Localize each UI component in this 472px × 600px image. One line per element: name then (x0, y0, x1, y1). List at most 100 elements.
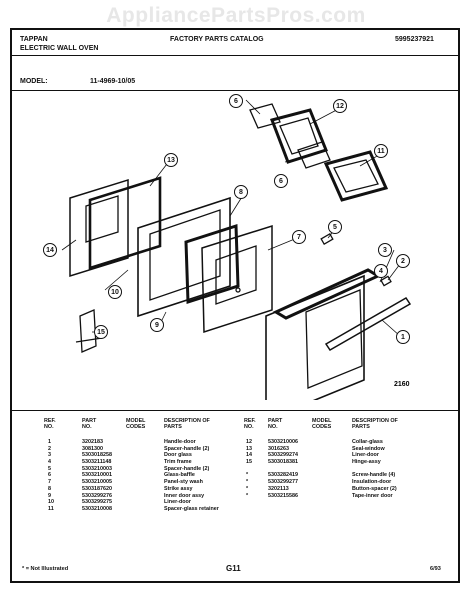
col-model-left: MODEL CODES (126, 418, 146, 430)
col-part-right: PART NO. (268, 418, 283, 430)
list-item: 5303210006 (268, 439, 298, 445)
list-item: Collar-glass (352, 439, 383, 445)
list-item: 8 (48, 485, 51, 492)
brand: TAPPAN (20, 36, 48, 43)
list-item: * (246, 472, 249, 479)
list-item: 6 (48, 472, 51, 479)
callout-4: 4 (374, 264, 388, 278)
list-item: Screw-handle (4) (352, 472, 396, 479)
list-item: 9 (48, 492, 51, 499)
list-item: 5303299275 (82, 499, 112, 506)
model-label: MODEL: (20, 78, 48, 85)
list-item: Inner door assy (164, 492, 205, 499)
callout-7: 7 (292, 230, 306, 244)
col-desc-right: DESCRIPTION OF PARTS (352, 418, 398, 430)
list-item: Panel-sty wash (164, 479, 203, 486)
model-divider (12, 90, 458, 91)
list-item: Spacer-handle (2) (164, 445, 210, 452)
list-item: 1 (48, 439, 51, 445)
list-item: 14 (246, 452, 252, 459)
list-item: 5303299274 (268, 452, 298, 459)
list-item: 5303018258 (82, 452, 112, 459)
spacer-row (352, 466, 397, 473)
spacer-row (268, 466, 298, 473)
list-item: Door glass (164, 452, 192, 459)
outer-door-part (265, 274, 365, 400)
left-part-column: 3202183 3081300 5303018258 5303211148 53… (82, 439, 112, 513)
watermark: AppliancePartsPros.com (106, 4, 366, 27)
list-item: * (246, 485, 249, 492)
callout-2: 2 (396, 254, 410, 268)
list-item: 4 (48, 459, 51, 466)
col-desc-left: DESCRIPTION OF PARTS (164, 418, 210, 430)
list-item: Spacer-handle (2) (164, 465, 210, 472)
list-item: 12 (246, 439, 252, 445)
list-item: Hinge-assy (352, 459, 381, 466)
panel-part (201, 224, 273, 334)
table-divider (12, 410, 458, 411)
left-desc-column: Handle-door Spacer-handle (2) Door glass… (164, 439, 219, 513)
list-item: 3016263 (268, 445, 289, 452)
callout-12: 12 (333, 99, 347, 113)
callout-6-lower: 6 (274, 174, 288, 188)
list-item: 5303210001 (82, 472, 112, 479)
list-item: 11 (48, 505, 54, 512)
inner-door-part (137, 196, 231, 318)
callout-1: 1 (396, 330, 410, 344)
col-part-left: PART NO. (82, 418, 97, 430)
right-part-column: 5303210006 3016263 5303299274 5303018381… (268, 439, 298, 499)
list-item: 5303210003 (82, 465, 112, 472)
catalog-number: 5995237921 (395, 36, 434, 43)
catalog-title: FACTORY PARTS CATALOG (170, 36, 264, 43)
callout-8: 8 (234, 185, 248, 199)
callout-5: 5 (328, 220, 342, 234)
callout-11: 11 (374, 144, 388, 158)
seal-window-back (88, 176, 162, 270)
callout-10: 10 (108, 285, 122, 299)
list-item: 5303299276 (82, 492, 112, 499)
list-item: * (246, 492, 249, 499)
list-item: 10 (48, 499, 54, 506)
list-item: 3081300 (82, 445, 103, 452)
list-item: Strike assy (164, 485, 193, 492)
left-ref-column: 1 2 3 4 5 6 7 8 9 10 11 (48, 439, 54, 513)
collar-glass-part (270, 108, 328, 164)
figure-number: 2160 (394, 381, 410, 388)
list-item: Spacer-glass retainer (164, 505, 219, 512)
list-item: 5303211148 (82, 459, 112, 466)
window-glass-part (249, 103, 281, 129)
page-number: G11 (226, 564, 241, 573)
col-ref-right: REF. NO. (244, 418, 256, 430)
list-item: Trim frame (164, 459, 192, 466)
catalog-date: 6/93 (430, 566, 441, 572)
list-item: 13 (246, 445, 252, 452)
list-item: Handle-door (164, 439, 196, 445)
callout-9: 9 (150, 318, 164, 332)
list-item: 3 (48, 452, 51, 459)
liner-door-part (69, 178, 129, 278)
spacer-row (246, 466, 252, 473)
col-model-right: MODEL CODES (312, 418, 332, 430)
callout-15: 15 (94, 325, 108, 339)
callout-6-top: 6 (229, 94, 243, 108)
header-divider (12, 55, 458, 56)
product-name: ELECTRIC WALL OVEN (20, 45, 99, 52)
list-item: 5303299277 (268, 479, 298, 486)
list-item: 5303282419 (268, 472, 298, 479)
list-item: 5303210008 (82, 505, 112, 512)
list-item: 15 (246, 459, 252, 466)
list-item: Tape-inner door (352, 492, 393, 499)
list-item: Button-spacer (2) (352, 485, 397, 492)
list-item: 5303018381 (268, 459, 298, 466)
exploded-parts-diagram: 2160 (61, 99, 412, 400)
list-item: Seal-window (352, 445, 385, 452)
door-handle-part (324, 296, 412, 352)
list-item: Glass-baffle (164, 472, 195, 479)
right-desc-column: Collar-glass Seal-window Liner-door Hing… (352, 439, 397, 499)
model-value: 11-4969-10/05 (90, 78, 136, 85)
list-item: 5303187620 (82, 485, 112, 492)
callout-14: 14 (43, 243, 57, 257)
list-item: Liner-door (164, 499, 191, 506)
list-item: 3202183 (82, 439, 103, 445)
list-item: Liner-door (352, 452, 379, 459)
